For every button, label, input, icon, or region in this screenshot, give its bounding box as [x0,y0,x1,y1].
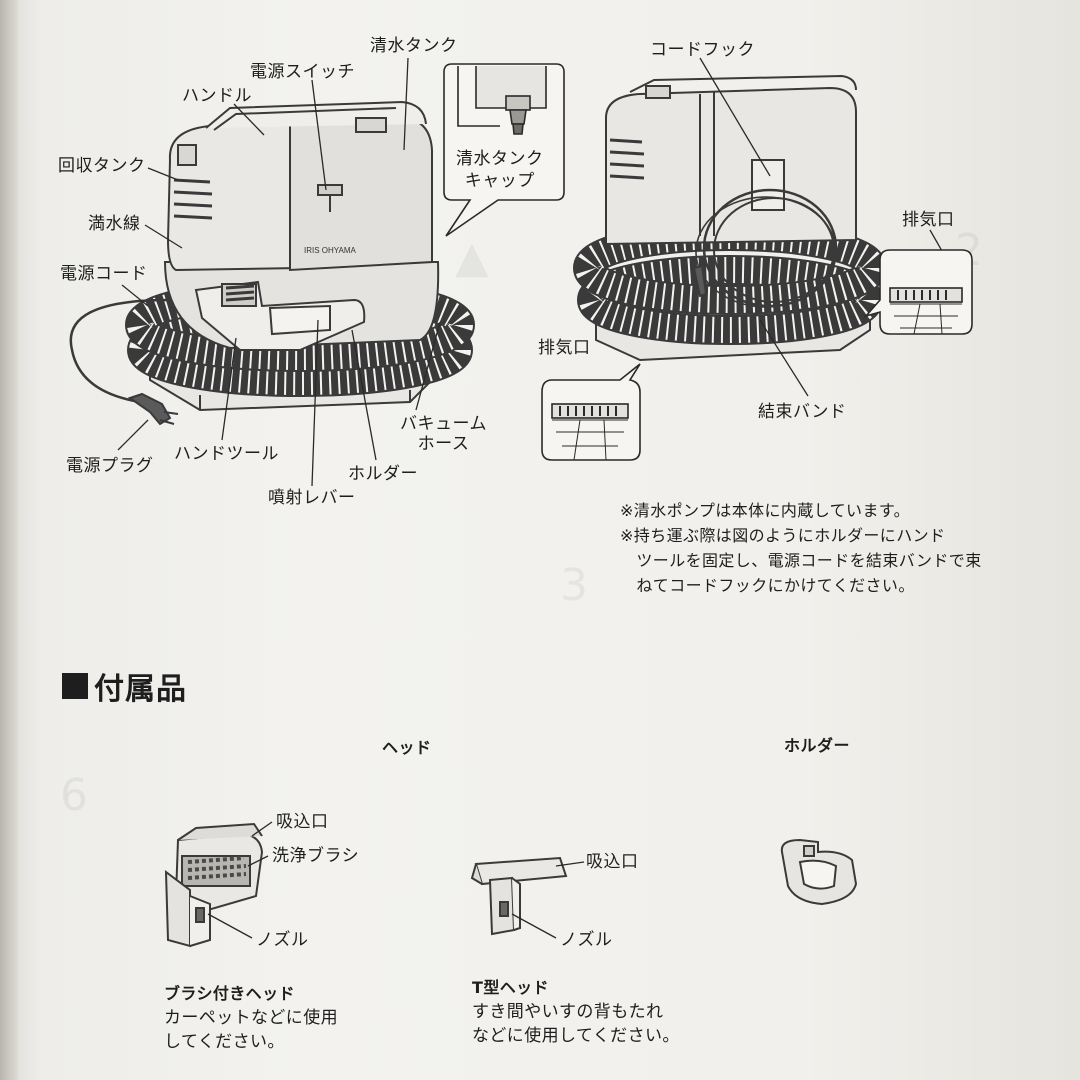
notes-block: ※清水ポンプは本体に内蔵しています。 ※持ち運ぶ際は図のようにホルダーにハンド … [620,498,1020,598]
clean-tank-cap-label: 清水タンク キャップ [456,148,544,192]
cord-hook-label: コードフック [650,40,755,60]
brand-logo-text: IRIS OHYAMA [304,246,357,255]
binding-band-label: 結束バンド [758,402,847,422]
spray-lever-label: 噴射レバー [268,488,356,508]
accessories-title: 付属品 [62,664,187,708]
holder-heading: ホルダー [784,736,851,755]
note-line: ツールを固定し、電源コードを結束バンドで束 [620,551,982,570]
section-bullet-icon [62,673,88,699]
holder-drawing [780,838,858,906]
t-head-desc-line1: すき間やいすの背もたれ [472,1002,664,1022]
t-head-caption: T型ヘッド すき間やいすの背もたれ などに使用してください。 [472,976,680,1048]
show-through: 3 [560,560,588,611]
power-cord-label: 電源コード [60,264,148,284]
exhaust-left-label: 排気口 [538,338,591,358]
cap-label-line1: 清水タンク [456,149,544,169]
t-head-desc-line2: などに使用してください。 [472,1026,680,1046]
cap-label-line2: キャップ [464,171,535,191]
main-unit-drawing [69,100,475,426]
brush-head-brush-label: 洗浄ブラシ [272,846,360,866]
head-heading: ヘッド [382,738,432,757]
cap-inset [443,63,565,237]
vacuum-hose-label: バキューム ホース [400,414,487,454]
show-through: 6 [60,770,88,821]
handle-label: ハンドル [182,86,252,106]
note-line: ※持ち運ぶ際は図のようにホルダーにハンド [620,526,946,545]
brush-head-leaders [207,821,273,939]
binding-edge [0,0,18,1080]
note-line: ※清水ポンプは本体に内蔵しています。 [620,501,911,520]
t-head-drawing [470,856,568,936]
clean-tank-label: 清水タンク [370,36,458,56]
vacuum-hose-label-line1: バキューム [400,414,487,434]
brush-head-nozzle-label: ノズル [256,930,309,950]
holder-label: ホルダー [348,464,418,484]
full-water-line-label: 満水線 [88,214,141,234]
note-line: ねてコードフックにかけてください。 [620,576,915,595]
t-head-nozzle-label: ノズル [560,930,613,950]
exhaust-bubble-left [541,363,641,461]
brush-head-name: ブラシ付きヘッド [164,984,295,1003]
brush-head-drawing [164,822,264,948]
show-through: ▲ [455,232,489,283]
hand-tool-label: ハンドツール [174,444,279,464]
brush-head-desc-line2: してください。 [164,1032,285,1052]
recovery-tank-label: 回収タンク [58,156,146,176]
exhaust-bubble-right [863,249,973,335]
brush-head-desc-line1: カーペットなどに使用 [164,1008,338,1028]
brush-head-suction-label: 吸込口 [276,812,329,832]
exhaust-right-label: 排気口 [902,210,955,230]
t-head-name: T型ヘッド [472,978,549,997]
main-leader-lines [117,57,441,487]
power-plug-label: 電源プラグ [66,456,154,476]
power-switch-label: 電源スイッチ [250,62,355,82]
brush-head-caption: ブラシ付きヘッド カーペットなどに使用 してください。 [164,982,338,1054]
t-head-suction-label: 吸込口 [586,852,639,872]
vacuum-hose-label-line2: ホース [417,434,470,454]
t-head-leaders [511,861,585,939]
right-unit-drawing [573,74,887,362]
accessories-title-text: 付属品 [94,672,187,707]
